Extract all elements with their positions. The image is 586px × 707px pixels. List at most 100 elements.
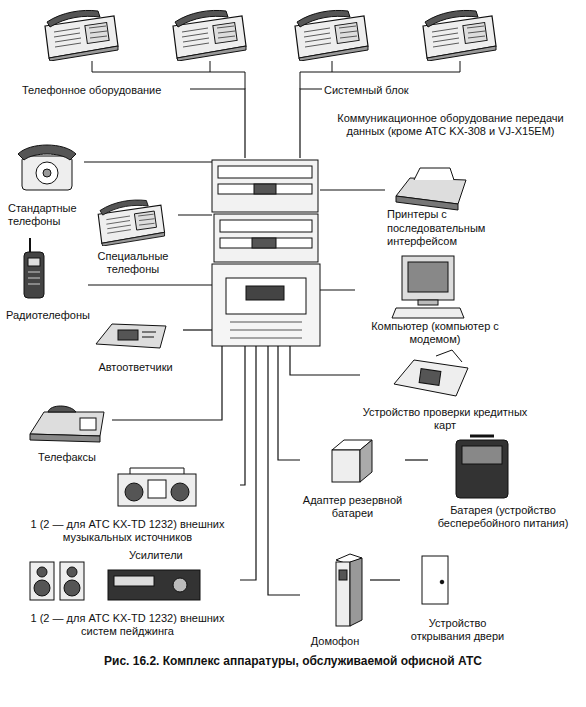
standard-phone-icon-part xyxy=(18,145,76,160)
connector-line xyxy=(268,346,300,595)
connector-line xyxy=(183,329,212,330)
fax-icon-part xyxy=(48,406,76,412)
pbx-box xyxy=(212,158,320,346)
node-label: Домофон xyxy=(311,635,360,648)
pbx-cabinet xyxy=(212,160,320,346)
connector-line xyxy=(320,189,385,190)
device-node: Батарея (устройство бесперебойного питан… xyxy=(428,432,578,532)
radiotelephone-icon-part xyxy=(28,272,40,284)
device-node: Усилители1 (2 — для АТС KX-TD 1232) внеш… xyxy=(15,548,240,640)
connector-line xyxy=(370,579,400,580)
battery-adapter-icon xyxy=(332,440,372,482)
node-label: 1 (2 — для АТС KX-TD 1232) внешних систе… xyxy=(17,612,238,638)
card-reader-icon-part xyxy=(419,369,441,386)
radiotelephone-icon-part xyxy=(28,258,40,266)
door-phone-icon xyxy=(336,554,362,626)
music-source-icon-part xyxy=(171,483,189,501)
device-node: Компьютер (компьютер с модемом) xyxy=(355,252,515,348)
door-phone-icon-part xyxy=(350,558,362,626)
paging-speakers-amplifier-icon-part xyxy=(114,576,154,586)
pbx-cabinet-part xyxy=(212,264,320,346)
music-source-icon-part xyxy=(125,483,143,501)
computer-icon-part xyxy=(392,308,464,318)
connector-line xyxy=(240,346,256,580)
equipment-group: Системный блок xyxy=(322,80,442,99)
device-node: Автоответчики xyxy=(88,318,183,376)
paging-speakers-amplifier-icon-part xyxy=(37,567,47,577)
ups-battery-icon-part xyxy=(456,440,508,498)
node-label: Системный блок xyxy=(324,84,409,97)
door-phone-icon-part xyxy=(339,570,347,580)
group-heading: Коммуникационное оборудование передачи д… xyxy=(328,112,573,138)
paging-speakers-amplifier-icon-part xyxy=(173,578,187,592)
pbx-cabinet-part xyxy=(254,184,276,194)
answering-machine-icon xyxy=(96,324,166,348)
standard-phone-icon-part xyxy=(22,156,72,190)
connector-line xyxy=(190,89,245,158)
connector-line xyxy=(290,346,360,375)
node-label: Устройство проверки кредитных карт xyxy=(362,406,528,432)
device-node: Устройство проверки кредитных карт xyxy=(360,354,530,434)
ups-battery-icon xyxy=(456,436,508,498)
pbx-cabinet-part xyxy=(218,184,312,194)
connector-line xyxy=(84,161,212,162)
computer-icon-part xyxy=(408,262,448,292)
node-label: Батарея (устройство бесперебойного питан… xyxy=(430,504,576,530)
device-node: Телефаксы xyxy=(22,404,112,466)
pbx-cabinet-part xyxy=(218,166,312,178)
door-phone-icon-part xyxy=(336,562,350,626)
paging-speakers-amplifier-icon xyxy=(30,562,200,600)
answering-machine-icon-part xyxy=(118,330,138,340)
music-source-icon-part xyxy=(148,480,166,498)
pbx-cabinet-part xyxy=(230,322,302,338)
battery-adapter-icon-part xyxy=(360,440,372,482)
node-label: Автоответчики xyxy=(98,361,172,374)
connector-line xyxy=(405,459,428,460)
paging-speakers-amplifier-icon-part xyxy=(67,567,77,577)
radiotelephone-icon xyxy=(24,238,44,298)
radiotelephone-icon-part xyxy=(24,252,44,298)
door-opener-icon xyxy=(422,556,448,604)
connector-line xyxy=(88,284,212,285)
desk-phone-icon xyxy=(423,10,496,61)
battery-adapter-icon-part xyxy=(332,450,360,482)
node-label: Принтеры с последовательным интерфейсом xyxy=(387,208,533,248)
device-node: Устройство открывания двери xyxy=(400,552,515,645)
connector-line xyxy=(112,346,222,420)
connector-line xyxy=(320,289,355,290)
music-source-icon-part xyxy=(130,468,184,474)
device-node: Домофон xyxy=(300,552,370,650)
paging-speakers-amplifier-icon-part xyxy=(60,562,84,600)
paging-speakers-amplifier-icon-part xyxy=(34,580,50,596)
music-source-icon-part xyxy=(118,474,196,506)
pbx-cabinet-part xyxy=(252,238,276,248)
pbx-cabinet-part xyxy=(246,286,284,300)
door-opener-icon-part xyxy=(422,556,448,604)
node-label: Радиотелефоны xyxy=(6,309,90,322)
connector-line xyxy=(240,346,245,485)
connector-line xyxy=(278,346,300,460)
answering-machine-icon-part xyxy=(142,332,156,337)
special-phone-icon xyxy=(98,200,164,246)
ups-battery-icon-part xyxy=(470,435,494,438)
node-label: Специальные телефоны xyxy=(90,250,176,276)
computer-icon xyxy=(392,256,464,318)
pbx-cabinet-part xyxy=(226,278,306,314)
desk-phone-icon xyxy=(295,10,368,61)
desk-phone-icon xyxy=(173,10,246,61)
device-node: Радиотелефоны xyxy=(4,232,88,324)
desk-phone-icon xyxy=(45,10,118,61)
standard-phone-icon-part xyxy=(43,169,51,177)
card-reader-icon-part xyxy=(394,360,468,396)
computer-icon-part xyxy=(402,256,454,300)
device-node: Стандартные телефоны xyxy=(6,142,84,230)
fax-icon-part xyxy=(30,434,100,442)
node-label: Стандартные телефоны xyxy=(8,202,82,228)
paging-speakers-amplifier-icon-part xyxy=(64,580,80,596)
node-label: Телефаксы xyxy=(38,451,96,464)
pbx-cabinet-part xyxy=(220,220,312,232)
standard-phone-icon xyxy=(18,145,76,190)
connector-line xyxy=(300,89,322,158)
music-source-icon xyxy=(118,468,196,506)
